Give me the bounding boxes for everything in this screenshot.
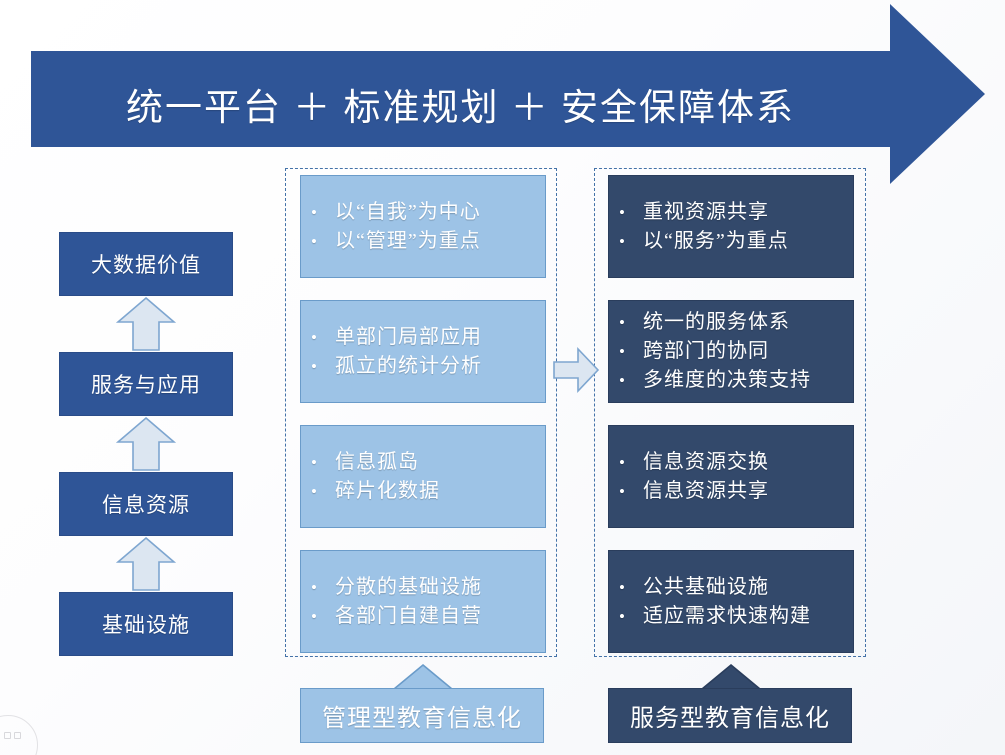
bullet-icon: • xyxy=(311,356,318,376)
bullet-icon: • xyxy=(619,452,626,472)
list-item: • 以“自我”为中心 xyxy=(311,200,481,223)
bullet-icon: • xyxy=(619,606,626,626)
list-item: • 重视资源共享 xyxy=(619,200,769,223)
group-outline-management xyxy=(285,168,557,657)
bullet-icon: • xyxy=(311,606,318,626)
card-service-0[interactable]: • 重视资源共享 • 以“服务”为重点 xyxy=(608,175,854,278)
list-item: • 单部门局部应用 xyxy=(311,325,482,348)
card-service-3[interactable]: • 公共基础设施 • 适应需求快速构建 xyxy=(608,550,854,653)
list-item: • 以“服务”为重点 xyxy=(619,229,789,252)
list-item: • 适应需求快速构建 xyxy=(619,604,811,627)
bullet-icon: • xyxy=(619,371,626,390)
ladder-item-service-application[interactable]: 服务与应用 xyxy=(59,352,233,416)
list-item: • 以“管理”为重点 xyxy=(311,229,481,252)
list-item: • 跨部门的协同 xyxy=(619,340,769,362)
list-item: • 信息孤岛 xyxy=(311,450,419,473)
up-arrow-icon xyxy=(116,536,176,591)
list-item: • 信息资源共享 xyxy=(619,479,769,502)
card-service-1[interactable]: • 统一的服务体系 • 跨部门的协同 • 多维度的决策支持 xyxy=(608,300,854,403)
capability-ladder: 大数据价值 服务与应用 信息资源 基础设施 xyxy=(59,232,233,656)
bullet-icon: • xyxy=(311,481,318,501)
bullet-icon: • xyxy=(311,202,318,222)
bullet-icon: • xyxy=(619,577,626,597)
banner-arrow: 统一平台 ＋ 标准规划 ＋ 安全保障体系 xyxy=(31,4,985,184)
bullet-icon: • xyxy=(619,481,626,501)
card-management-1[interactable]: • 单部门局部应用 • 孤立的统计分析 xyxy=(300,300,546,403)
bullet-icon: • xyxy=(311,231,318,251)
right-arrow-icon xyxy=(553,347,600,393)
card-management-0[interactable]: • 以“自我”为中心 • 以“管理”为重点 xyxy=(300,175,546,278)
card-service-2[interactable]: • 信息资源交换 • 信息资源共享 xyxy=(608,425,854,528)
bullet-icon: • xyxy=(619,313,626,332)
up-arrow-icon xyxy=(116,416,176,471)
corner-watermark-dots-icon xyxy=(4,732,21,739)
bullet-icon: • xyxy=(619,231,626,251)
bullet-icon: • xyxy=(619,342,626,361)
footer-label-management[interactable]: 管理型教育信息化 xyxy=(300,688,544,743)
bullet-icon: • xyxy=(619,202,626,222)
bullet-icon: • xyxy=(311,327,318,347)
group-outline-service xyxy=(594,168,866,657)
ladder-item-big-data-value[interactable]: 大数据价值 xyxy=(59,232,233,296)
banner-arrow-shape xyxy=(31,4,985,184)
bullet-icon: • xyxy=(311,452,318,472)
list-item: • 各部门自建自营 xyxy=(311,604,482,627)
banner-title: 统一平台 ＋ 标准规划 ＋ 安全保障体系 xyxy=(126,87,795,129)
list-item: • 分散的基础设施 xyxy=(311,575,482,598)
list-item: • 统一的服务体系 xyxy=(619,311,790,333)
card-management-2[interactable]: • 信息孤岛 • 碎片化数据 xyxy=(300,425,546,528)
footer-label-service[interactable]: 服务型教育信息化 xyxy=(608,688,852,743)
list-item: • 孤立的统计分析 xyxy=(311,354,482,377)
list-item: • 多维度的决策支持 xyxy=(619,369,811,391)
ladder-item-infrastructure[interactable]: 基础设施 xyxy=(59,592,233,656)
ladder-item-information-resource[interactable]: 信息资源 xyxy=(59,472,233,536)
up-arrow-icon xyxy=(116,296,176,351)
bullet-icon: • xyxy=(311,577,318,597)
list-item: • 信息资源交换 xyxy=(619,450,769,473)
card-management-3[interactable]: • 分散的基础设施 • 各部门自建自营 xyxy=(300,550,546,653)
list-item: • 碎片化数据 xyxy=(311,479,440,502)
list-item: • 公共基础设施 xyxy=(619,575,769,598)
